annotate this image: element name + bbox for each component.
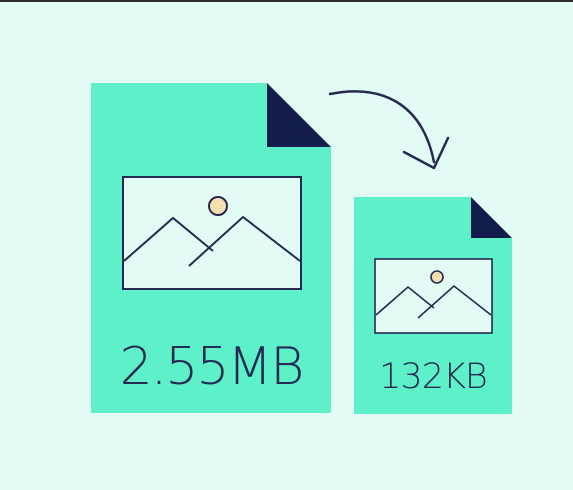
original-file-size: 2.55MB bbox=[119, 337, 305, 397]
compressed-file: 132KB bbox=[354, 197, 512, 414]
image-landscape-icon bbox=[122, 176, 302, 290]
compressed-file-size: 132KB bbox=[379, 357, 488, 397]
image-landscape-icon bbox=[374, 258, 493, 334]
document-icon bbox=[91, 83, 331, 413]
top-border bbox=[0, 0, 573, 2]
original-file: 2.55MB bbox=[91, 83, 331, 413]
document-icon bbox=[354, 197, 512, 414]
curved-arrow-icon bbox=[328, 90, 450, 170]
